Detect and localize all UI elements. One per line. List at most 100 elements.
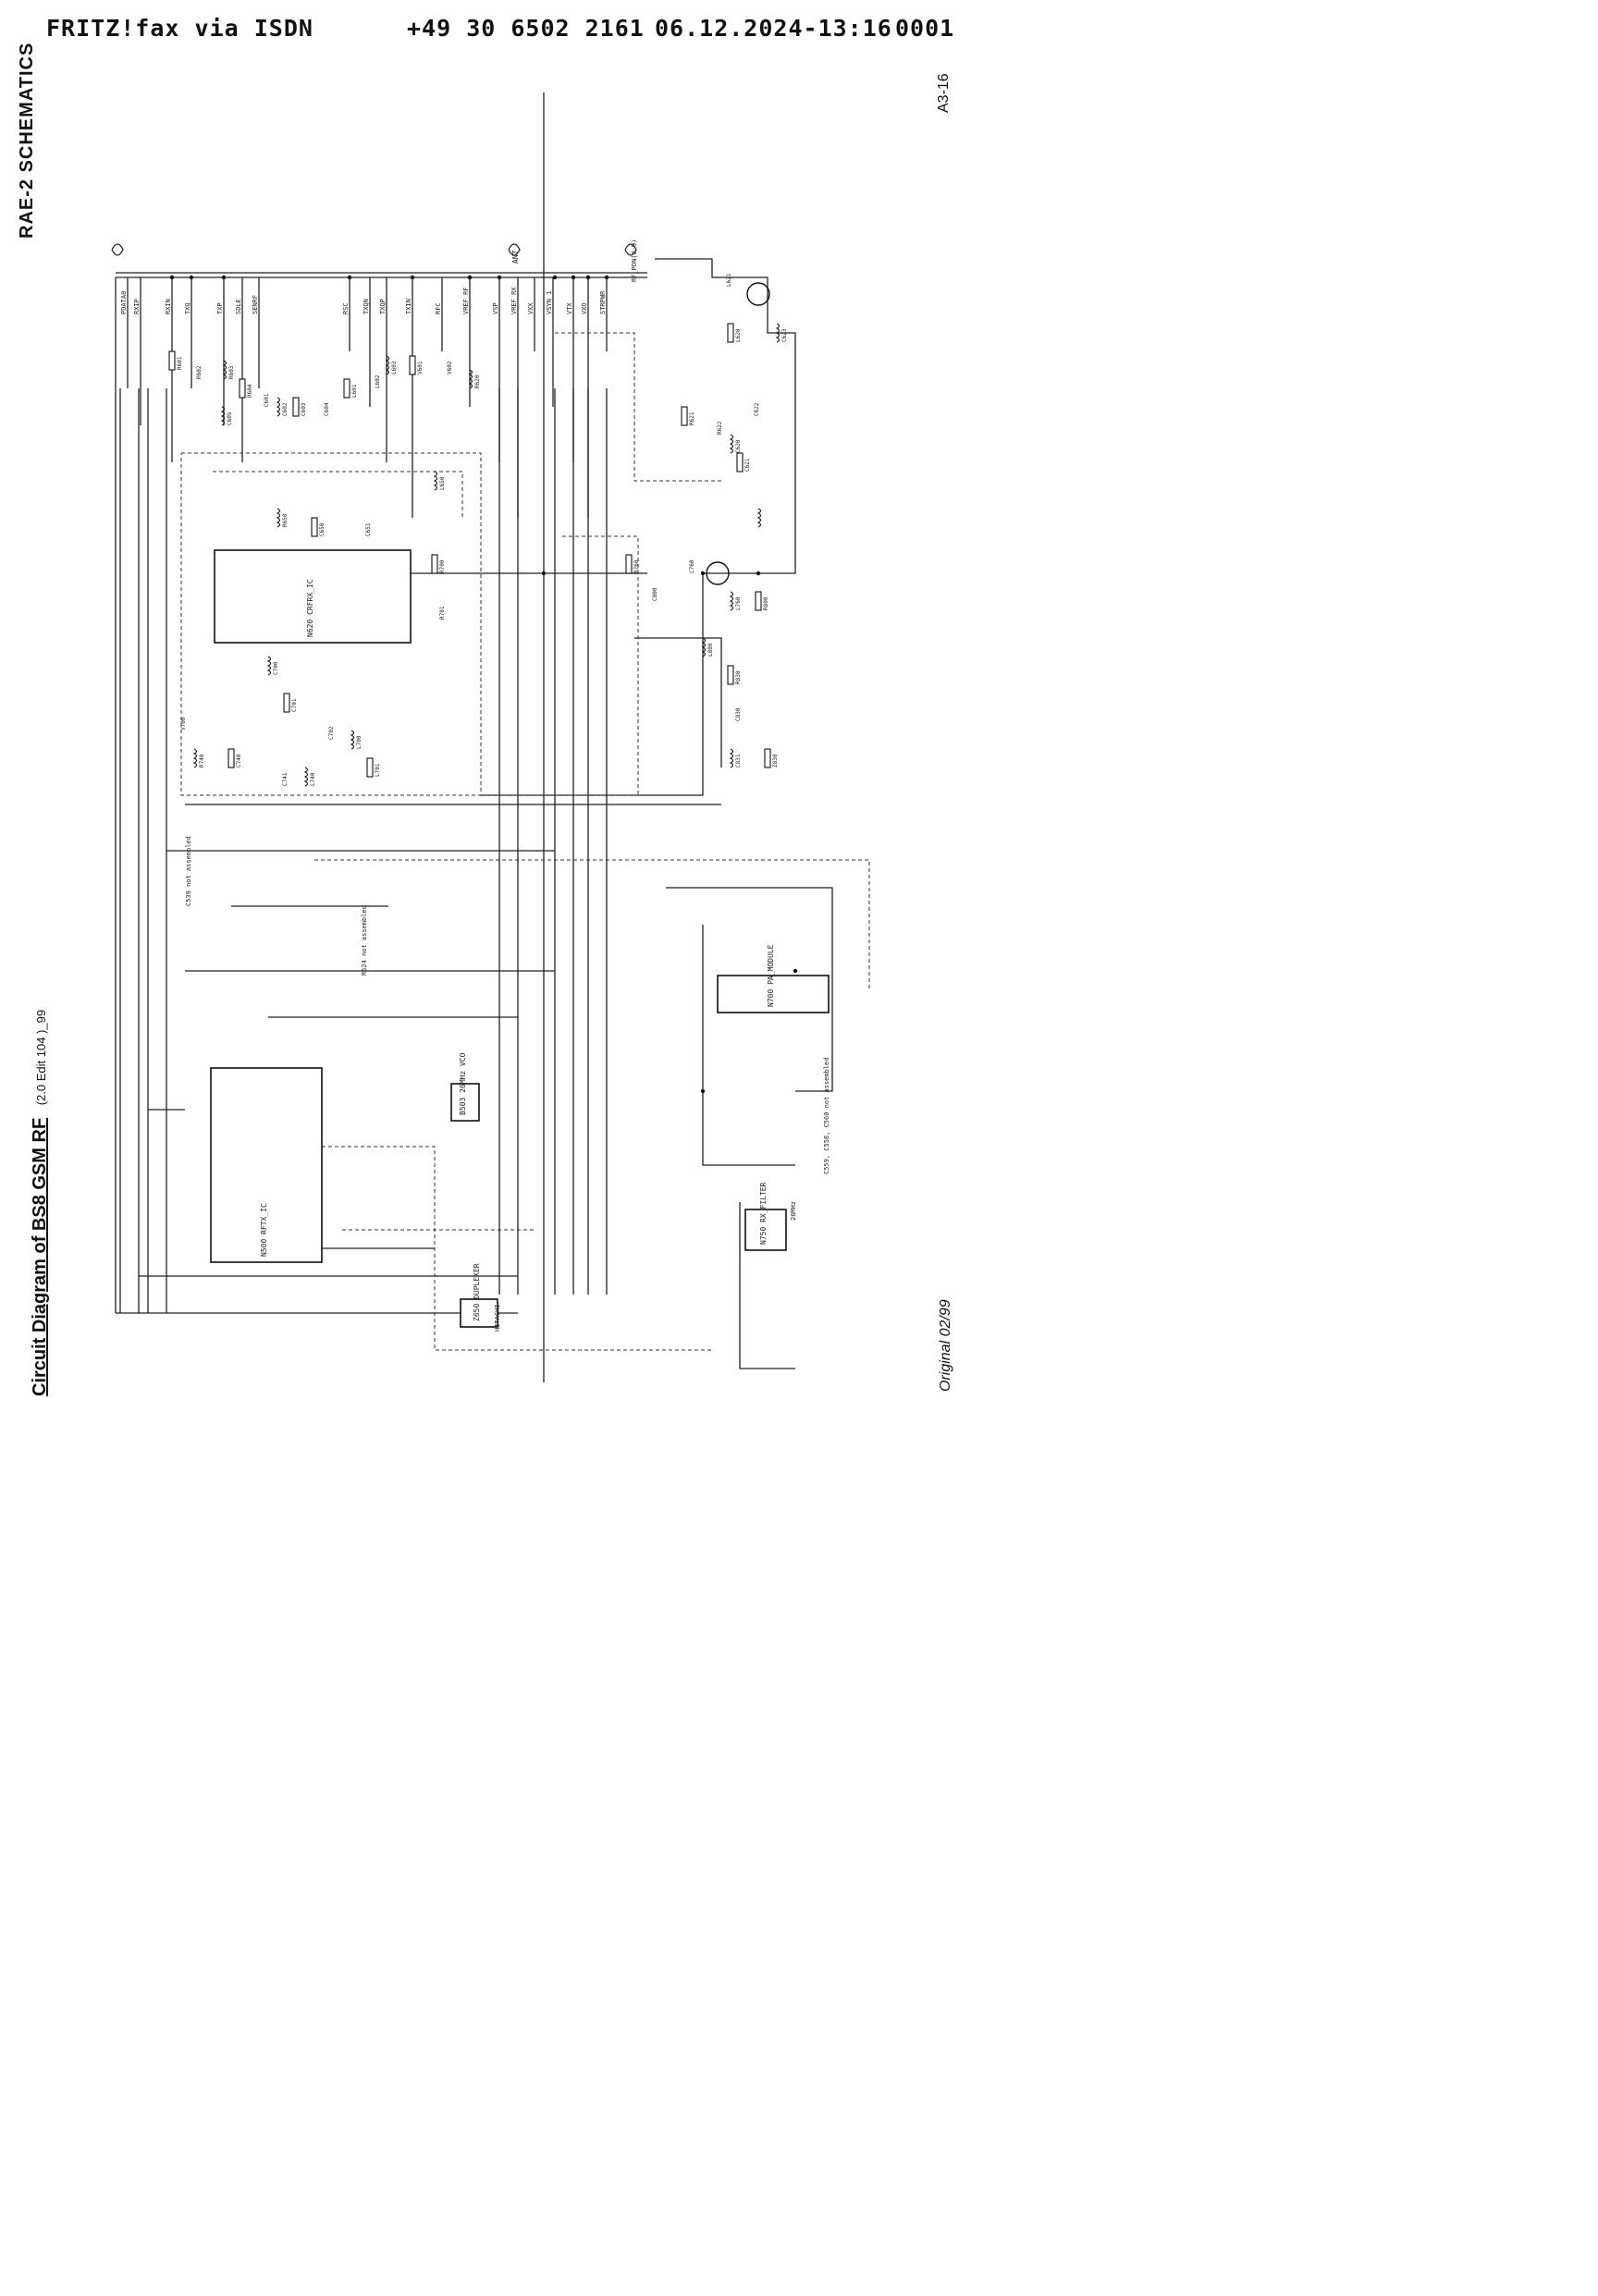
component-ref: C760 bbox=[689, 559, 695, 573]
wire-traces bbox=[111, 92, 833, 1382]
signal-pin-label: TXQP bbox=[379, 299, 387, 314]
resistor-icon bbox=[431, 554, 438, 574]
wire bbox=[712, 564, 721, 571]
component-ref: R800 bbox=[763, 596, 769, 610]
wire bbox=[739, 1202, 795, 1369]
fax-phone: +49 30 6502 2161 bbox=[407, 15, 645, 42]
wire bbox=[634, 637, 722, 767]
component-ref: C740 bbox=[236, 754, 242, 767]
inductor-icon bbox=[729, 591, 734, 611]
signal-pin-label: PDATA0 bbox=[120, 291, 128, 314]
junction-dot bbox=[585, 275, 591, 280]
inductor-icon bbox=[729, 748, 734, 768]
component-ref: V700 bbox=[180, 717, 187, 731]
ic-label: N620 CRFRX_IC bbox=[306, 579, 314, 637]
dashed-trace bbox=[555, 332, 721, 482]
fax-header: FRITZ!fax via ISDN +49 30 6502 2161 06.1… bbox=[0, 0, 1598, 55]
component-ref: R604 bbox=[247, 384, 253, 398]
dashed-trace bbox=[231, 1146, 712, 1351]
resistor-icon bbox=[343, 378, 350, 399]
resistor-icon bbox=[311, 517, 318, 537]
dashed-trace bbox=[180, 452, 482, 796]
signal-pin-label: VREF_RF bbox=[462, 287, 470, 314]
ic-body bbox=[214, 549, 412, 644]
component-ref: C800 bbox=[652, 587, 658, 601]
ic-label: N500 RFTX_IC bbox=[260, 1203, 268, 1257]
junction-dot bbox=[467, 275, 473, 280]
signal-pin-label: SDLE bbox=[235, 299, 242, 314]
resistor-icon bbox=[727, 665, 734, 685]
component-ref: R701 bbox=[439, 606, 446, 620]
component-ref: R740 bbox=[199, 754, 205, 767]
signal-pin-label: TXIN bbox=[405, 299, 412, 314]
inductor-icon bbox=[192, 748, 198, 768]
annotation-label: R524 not assembled bbox=[361, 905, 368, 976]
component-ref: C651 bbox=[365, 522, 372, 536]
signal-pin-label: VSP bbox=[492, 302, 499, 314]
inductor-icon bbox=[222, 360, 227, 380]
annotation-label: 26MHz bbox=[790, 1201, 797, 1221]
annotation-label: C539 not assembled bbox=[185, 836, 192, 906]
component-ref: R601 bbox=[177, 356, 183, 370]
inductor-icon bbox=[276, 397, 281, 417]
inductor-icon bbox=[756, 508, 762, 528]
resistor-icon bbox=[681, 406, 688, 426]
inductor-icon bbox=[468, 369, 473, 389]
dashed-traces bbox=[180, 332, 870, 1351]
resistor-icon bbox=[366, 757, 374, 778]
component-ref: R650 bbox=[282, 513, 289, 527]
antenna-icon bbox=[508, 243, 521, 256]
component-ref: R621 bbox=[689, 411, 695, 425]
junction-dot bbox=[541, 571, 547, 576]
component-ref: R830 bbox=[735, 670, 742, 684]
dashed-trace bbox=[481, 535, 639, 796]
inductor-icon bbox=[433, 471, 438, 491]
component-ref: C620 bbox=[735, 439, 742, 453]
component-ref: V601 bbox=[417, 361, 424, 374]
ic-label: N700 PA_MODULE bbox=[767, 944, 775, 1007]
component-ref: L700 bbox=[356, 735, 363, 749]
ic-body bbox=[717, 975, 830, 1013]
component-ref: C702 bbox=[328, 726, 335, 740]
component-ref: R700 bbox=[439, 559, 446, 573]
signal-pin-label: VREF_RX bbox=[510, 287, 518, 314]
component-ref: Z830 bbox=[772, 754, 779, 767]
junction-dot bbox=[793, 968, 798, 974]
component-ref: L602 bbox=[375, 374, 381, 388]
signal-pin-label: TXQ bbox=[184, 302, 191, 314]
signal-pin-label: TXQN bbox=[363, 299, 370, 314]
transistor-icon bbox=[706, 561, 730, 585]
component-ref: R603 bbox=[228, 365, 235, 379]
inductor-icon bbox=[350, 730, 355, 750]
signal-pin-label: RXIN bbox=[165, 299, 172, 314]
fax-sender: FRITZ!fax via ISDN bbox=[46, 15, 313, 42]
signal-pin-label: VSYN_1 bbox=[546, 291, 553, 314]
resistor-icon bbox=[764, 748, 771, 768]
component-ref: V602 bbox=[447, 361, 453, 374]
resistor-icon bbox=[292, 397, 300, 417]
ic-label: B503 26MHz VCO bbox=[459, 1052, 467, 1115]
component-ref: C701 bbox=[291, 698, 298, 712]
component-symbols bbox=[168, 275, 798, 1094]
signal-pin-label: SENRF bbox=[252, 295, 259, 314]
annotation-label: HITACHI bbox=[494, 1304, 501, 1332]
component-ref: L621 bbox=[726, 273, 732, 287]
component-ref: R602 bbox=[196, 365, 203, 379]
rf-connector-icon bbox=[111, 243, 124, 256]
fax-datetime: 06.12.2024-13:16 bbox=[655, 15, 892, 42]
junction-dot bbox=[347, 275, 352, 280]
component-ref: L620 bbox=[735, 328, 742, 342]
inductor-icon bbox=[276, 508, 281, 528]
component-ref: L740 bbox=[310, 772, 316, 786]
component-ref: C741 bbox=[282, 772, 289, 786]
inductor-icon bbox=[303, 767, 309, 787]
resistor-icon bbox=[239, 378, 246, 399]
fax-page-number: 0001 bbox=[895, 15, 955, 42]
resistor-icon bbox=[283, 693, 290, 713]
signal-pin-label: VXO bbox=[581, 302, 588, 314]
ic-body bbox=[450, 1083, 480, 1122]
antenna-label: ANT bbox=[511, 250, 520, 264]
rf-pdn-connector-icon bbox=[624, 243, 637, 256]
junction-dot bbox=[552, 275, 558, 280]
component-ref: L601 bbox=[351, 384, 358, 398]
